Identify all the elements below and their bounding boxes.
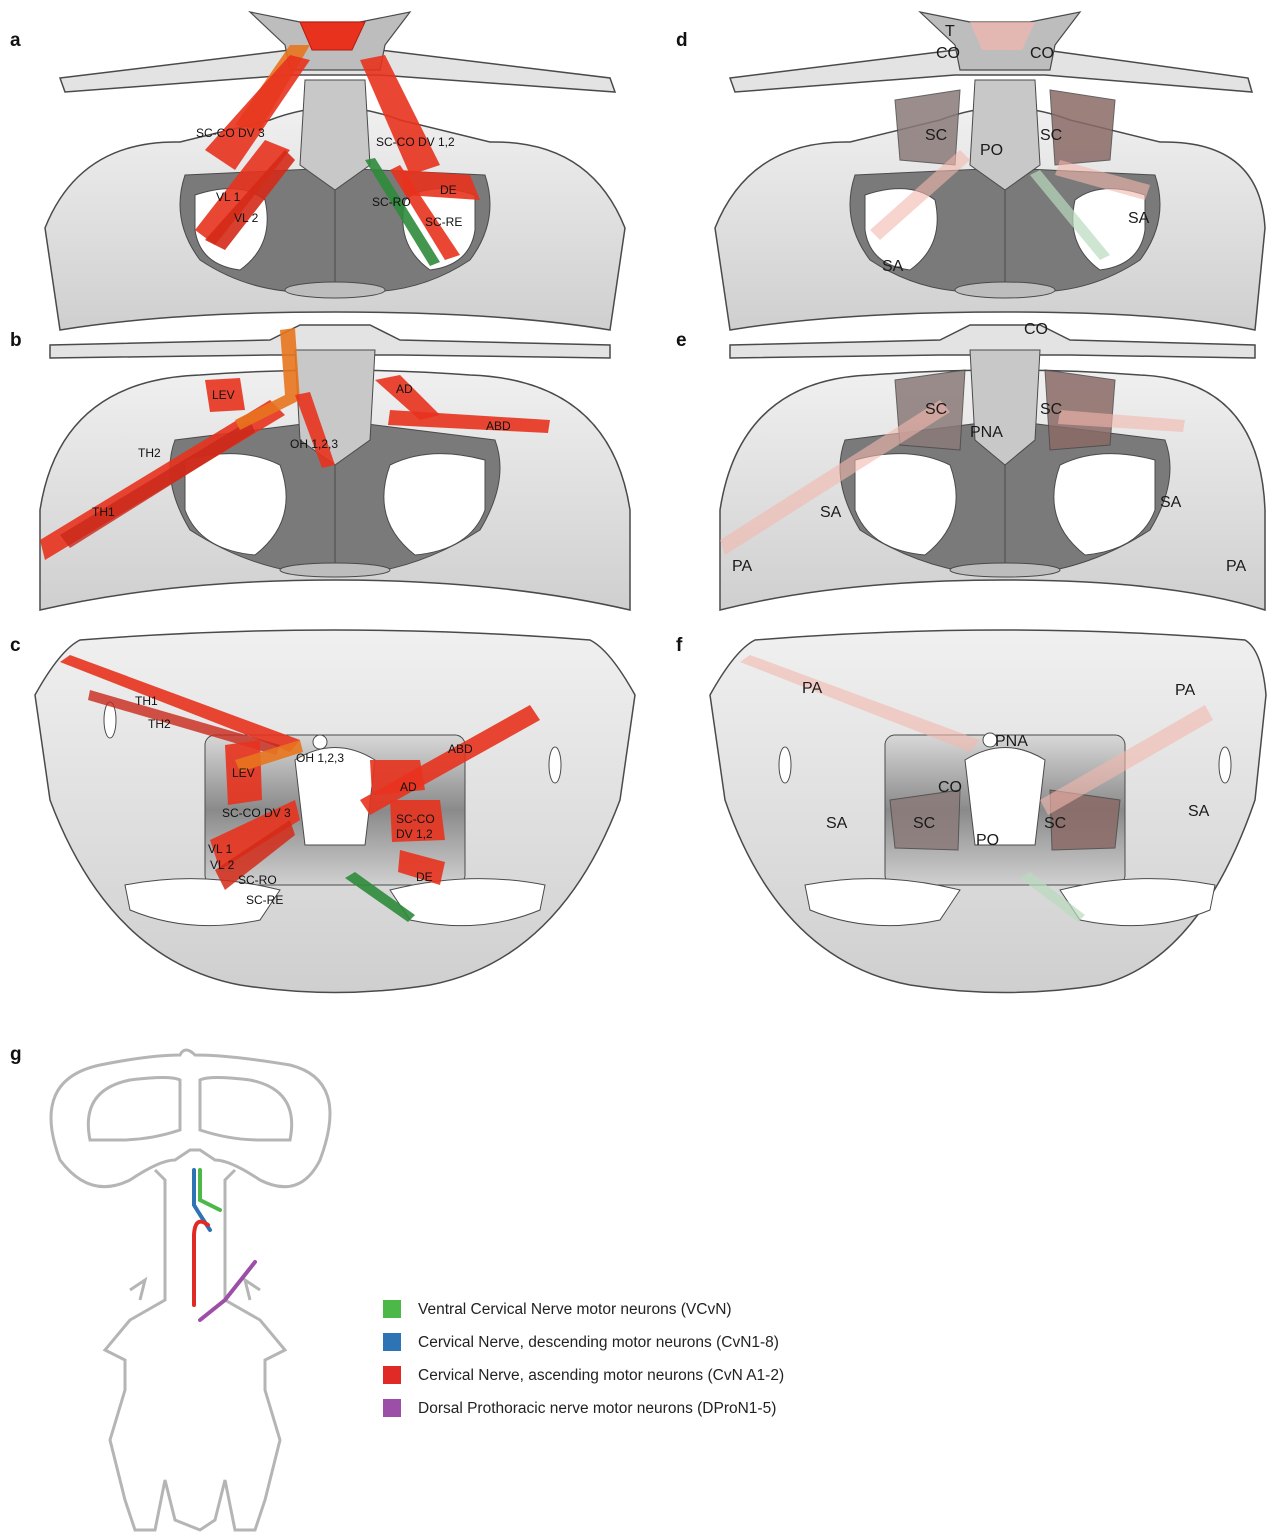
panel-g: g Ventral Cervical Nerve motor neurons (…: [10, 1044, 784, 1530]
muscle-label: TH1: [92, 505, 115, 519]
spiracle-right: [549, 747, 561, 783]
structure-label: CO: [936, 45, 960, 62]
muscle-label: SC-RE: [425, 215, 462, 229]
spiracle-left: [779, 747, 791, 783]
muscle-label: LEV: [212, 388, 235, 402]
panel-a: a SC-CO DV 3 SC-CO DV 1,2 VL 1 VL 2 DE: [10, 12, 625, 330]
structure-label: PNA: [995, 733, 1028, 750]
structure-label: PO: [976, 832, 999, 849]
panel-b: b LEV AD ABD TH2 OH 1,2,3 TH1: [10, 325, 630, 610]
legend-swatch-purple: [383, 1399, 401, 1417]
panel-label-f: f: [676, 635, 683, 656]
structure-label: SA: [826, 815, 848, 832]
muscle-label: ABD: [448, 742, 473, 756]
muscle-label: DE: [440, 183, 457, 197]
base-ring: [285, 282, 385, 298]
panel-label-e: e: [676, 330, 687, 351]
structure-label: SC: [1040, 401, 1062, 418]
muscle-label: SC-CO DV 1,2: [376, 135, 455, 149]
center-opening: [965, 748, 1045, 846]
structure-label: CO: [938, 779, 962, 796]
structure-label: SA: [1128, 210, 1150, 227]
structure-label: CO: [1030, 45, 1054, 62]
base-ring: [955, 282, 1055, 298]
structure-label: PA: [1226, 558, 1246, 575]
base-ring: [280, 563, 390, 577]
muscle-label: SC-CO: [396, 812, 435, 826]
panel-c: c TH1 TH2 OH 1,2,3 ABD LEV AD SC-CO DV 3: [10, 630, 635, 993]
muscle-label: OH 1,2,3: [290, 437, 338, 451]
muscle-label: VL 2: [210, 858, 235, 872]
structure-label: SC: [1044, 815, 1066, 832]
muscle-label: TH1: [135, 694, 158, 708]
muscle-label: VL 2: [234, 211, 259, 225]
structure-label: SA: [882, 258, 904, 275]
muscle-label: SC-RE: [246, 893, 283, 907]
panel-label-d: d: [676, 30, 688, 51]
structure-label: SC: [925, 127, 947, 144]
legend: Ventral Cervical Nerve motor neurons (VC…: [383, 1300, 784, 1417]
muscle-label: VL 1: [208, 842, 233, 856]
muscle-label: SC-CO DV 3: [222, 806, 291, 820]
legend-entry: Cervical Nerve, ascending motor neurons …: [418, 1367, 784, 1384]
panel-d: d T CO CO SC SC PO SA SA: [676, 12, 1265, 330]
muscle-label: TH2: [138, 446, 161, 460]
structure-label: PA: [802, 680, 822, 697]
structure-label: SC: [925, 401, 947, 418]
structure-label: CO: [1024, 321, 1048, 338]
panel-label-g: g: [10, 1044, 22, 1065]
structure-label: SA: [1188, 803, 1210, 820]
base-ring: [950, 563, 1060, 577]
muscle-label: TH2: [148, 717, 171, 731]
muscle-label: SC-RO: [238, 873, 277, 887]
structure-label: PA: [732, 558, 752, 575]
legend-swatch-red: [383, 1366, 401, 1384]
muscle-label: SC-CO DV 3: [196, 126, 265, 140]
pna-point: [313, 735, 327, 749]
structure-label: SC: [913, 815, 935, 832]
muscle-label: SC-RO: [372, 195, 411, 209]
legend-entry: Dorsal Prothoracic nerve motor neurons (…: [418, 1400, 776, 1417]
structure-label: PA: [1175, 682, 1195, 699]
structure-label: PNA: [970, 424, 1003, 441]
legend-entry: Ventral Cervical Nerve motor neurons (VC…: [418, 1301, 732, 1318]
legend-swatch-green: [383, 1300, 401, 1318]
muscle-label: LEV: [232, 766, 255, 780]
muscle-label: VL 1: [216, 190, 241, 204]
legend-entry: Cervical Nerve, descending motor neurons…: [418, 1334, 779, 1351]
spiracle-right: [1219, 747, 1231, 783]
muscle-label: AD: [400, 780, 417, 794]
panel-label-b: b: [10, 330, 22, 351]
muscle-label: DE: [416, 870, 433, 884]
panel-label-c: c: [10, 635, 21, 656]
brain-outline: [51, 1050, 330, 1187]
muscle-label: AD: [396, 382, 413, 396]
structure-label: SA: [1160, 494, 1182, 511]
structure-label: PO: [980, 142, 1003, 159]
structure-label: SA: [820, 504, 842, 521]
muscle-label: ABD: [486, 419, 511, 433]
muscle-label: DV 1,2: [396, 827, 433, 841]
structure-label: SC: [1040, 127, 1062, 144]
structure-label: T: [945, 23, 955, 40]
muscle-label: OH 1,2,3: [296, 751, 344, 765]
panel-f: f PA PA PNA CO SC SC PO SA SA: [676, 630, 1266, 993]
legend-swatch-blue: [383, 1333, 401, 1351]
panel-e: e CO SC SC PNA SA SA PA PA: [676, 321, 1265, 610]
panel-label-a: a: [10, 30, 21, 51]
